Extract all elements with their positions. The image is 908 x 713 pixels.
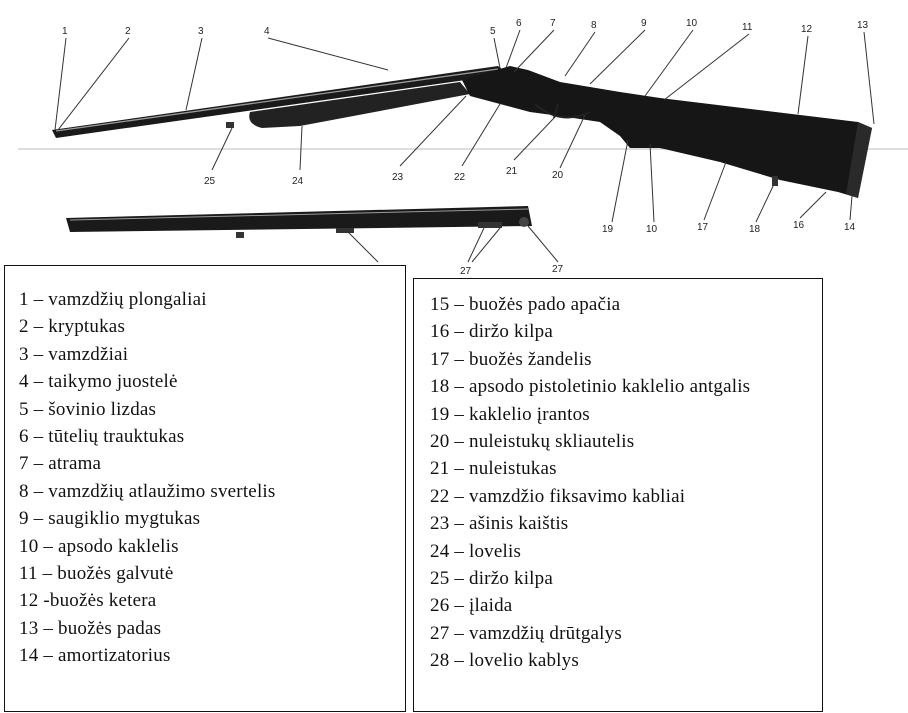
assembled-shotgun: [52, 66, 872, 198]
lug: [236, 232, 244, 238]
legend-item: 6 – tūtelių trauktukas: [19, 426, 185, 448]
legend-item: 8 – vamzdžių atlaužimo svertelis: [19, 480, 276, 502]
forend-hook: [336, 228, 354, 233]
legend-item: 17 – buožės žandelis: [430, 348, 592, 370]
legend-item: 20 – nuleistukų skliautelis: [430, 431, 635, 453]
callout-6: 6: [516, 18, 522, 29]
legend-item: 9 – saugiklio mygtukas: [19, 508, 201, 530]
legend-item: 25 – diržo kilpa: [430, 568, 553, 590]
legend-item: 22 – vamzdžio fiksavimo kabliai: [430, 485, 686, 507]
callout-1: 1: [62, 26, 68, 37]
callout-12: 12: [801, 24, 813, 35]
leader-lines: [54, 29, 875, 263]
rib-line: [55, 68, 499, 132]
legend-item: 11 – buožės galvutė: [19, 563, 174, 585]
sling-swivel-front: [226, 122, 234, 128]
legend-item: 26 – įlaida: [430, 595, 513, 617]
legend-right: 15 – buožės pado apačia 16 – diržo kilpa…: [413, 278, 823, 712]
legend-item: 13 – buožės padas: [19, 617, 162, 639]
callout-23: 23: [392, 172, 404, 183]
legend-item: 1 – vamzdžių plongaliai: [19, 289, 207, 310]
forend: [249, 82, 470, 128]
sling-swivel-rear: [772, 176, 778, 186]
legend-item: 24 – lovelis: [430, 540, 522, 562]
detached-barrels: [66, 206, 532, 238]
legend-item: 4 – taikymo juostelė: [19, 371, 178, 393]
callout-10-bottom: 10: [646, 224, 658, 235]
callout-numbers: 1 2 3 4 5 6 7 8 9 10 11 12 13 25 24 23 2…: [62, 18, 869, 277]
callout-27-a: 27: [460, 266, 472, 277]
legend-item: 5 – šovinio lizdas: [19, 398, 157, 420]
callout-3: 3: [198, 26, 204, 37]
trigger-guard: [534, 103, 591, 119]
callout-13: 13: [857, 20, 869, 31]
callout-4: 4: [264, 26, 270, 37]
legend-item: 16 – diržo kilpa: [430, 321, 553, 343]
callout-9: 9: [641, 18, 647, 29]
shotgun-diagram: 1 2 3 4 5 6 7 8 9 10 11 12 13 25 24 23 2…: [18, 18, 908, 277]
receiver-and-stock: [462, 66, 872, 198]
detached-barrel-rib: [69, 208, 529, 221]
callout-19: 19: [602, 224, 614, 235]
callout-14: 14: [844, 222, 856, 233]
barrel-breech: [519, 217, 529, 227]
legend-item: 3 – vamzdžiai: [19, 343, 129, 365]
legend-item: 23 – ašinis kaištis: [430, 513, 569, 535]
callout-27-b: 27: [552, 264, 564, 275]
callout-25: 25: [204, 176, 216, 187]
callout-17: 17: [697, 222, 709, 233]
legend-item: 14 – amortizatorius: [19, 645, 171, 667]
legend-item: 19 – kaklelio įrantos: [430, 403, 590, 425]
legend-item: 27 – vamzdžių drūtgalys: [430, 622, 622, 644]
legend-item: 28 – lovelio kablys: [430, 650, 579, 672]
legend-left: 1 – vamzdžių plongaliai 2 – kryptukas 3 …: [4, 265, 406, 712]
legend-list-left: 1 – vamzdžių plongaliai 2 – kryptukas 3 …: [5, 266, 405, 670]
callout-16: 16: [793, 220, 805, 231]
legend-item: 7 – atrama: [19, 453, 102, 475]
callout-5: 5: [490, 26, 496, 37]
legend-item: 2 – kryptukas: [19, 316, 126, 338]
callout-22: 22: [454, 172, 466, 183]
callout-21: 21: [506, 166, 518, 177]
trigger: [553, 103, 559, 119]
callout-18: 18: [749, 224, 761, 235]
legend-item: 12 -buožės ketera: [19, 590, 157, 612]
legend-item: 10 – apsodo kaklelis: [19, 535, 179, 557]
legend-item: 21 – nuleistukas: [430, 458, 557, 480]
callout-11: 11: [742, 22, 753, 33]
callout-2: 2: [125, 26, 131, 37]
extractor: [478, 222, 502, 228]
callout-24: 24: [292, 176, 304, 187]
legend-list-right: 15 – buožės pado apačia 16 – diržo kilpa…: [414, 279, 822, 675]
callout-7: 7: [550, 18, 556, 29]
callout-20: 20: [552, 170, 564, 181]
callout-8: 8: [591, 20, 597, 31]
detached-barrel-body: [66, 206, 532, 232]
legend-item: 18 – apsodo pistoletinio kaklelio antgal…: [430, 376, 751, 398]
legend-item: 15 – buožės pado apačia: [430, 294, 621, 315]
callout-10-top: 10: [686, 18, 698, 29]
butt-pad: [846, 122, 872, 198]
